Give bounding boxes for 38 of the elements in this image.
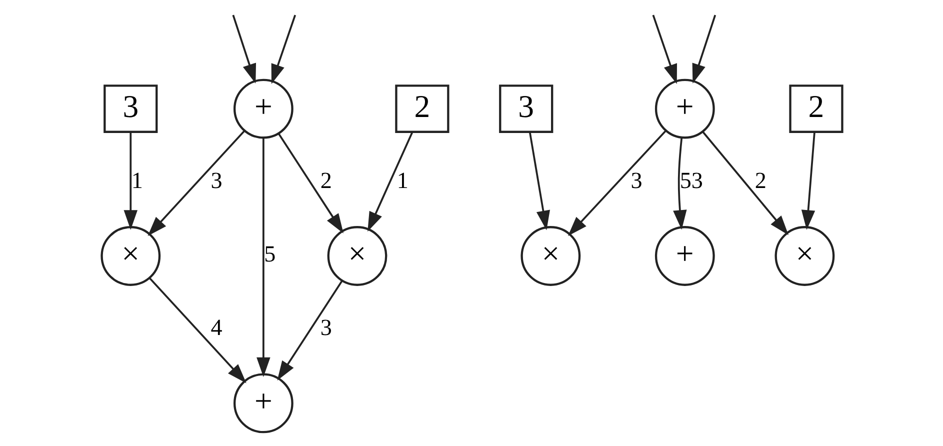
arrow: [270, 14, 296, 84]
edge-label: 4: [210, 314, 222, 340]
node-circle: +: [232, 373, 293, 434]
node-box: 2: [394, 84, 449, 133]
arrow: [277, 132, 343, 234]
arrow: [232, 14, 256, 84]
edge-label: 1: [396, 166, 408, 193]
node-circle: +: [654, 78, 714, 139]
arrow: [800, 132, 815, 230]
node-box: 3: [498, 84, 553, 133]
node-circle: ×: [520, 226, 580, 286]
arrow: [123, 132, 138, 230]
edge-label: 2: [320, 166, 332, 193]
arrow: [256, 138, 270, 378]
arrow: [147, 130, 245, 236]
arrow: [528, 132, 550, 230]
arrow: [672, 138, 686, 230]
node-circle: ×: [326, 226, 387, 286]
edge-label: 3: [210, 166, 222, 193]
node-circle: ×: [774, 226, 834, 286]
node-box: 3: [103, 84, 158, 133]
edge-label: 53: [679, 166, 702, 193]
arrow: [692, 14, 716, 84]
node-box: 2: [788, 84, 843, 133]
arrow: [148, 277, 246, 384]
arrow: [702, 132, 788, 236]
edge-label: 2: [754, 166, 766, 193]
node-circle: ×: [100, 226, 160, 286]
node-circle: +: [232, 78, 293, 139]
edge-label: 5: [264, 240, 276, 266]
edge-label: 3: [630, 166, 642, 193]
arrow: [567, 130, 666, 236]
node-circle: +: [654, 226, 714, 286]
arrow: [652, 14, 676, 84]
arrow: [367, 132, 413, 232]
edge-label: 1: [130, 166, 142, 193]
edge-label: 3: [320, 314, 332, 340]
arrow: [276, 280, 342, 381]
